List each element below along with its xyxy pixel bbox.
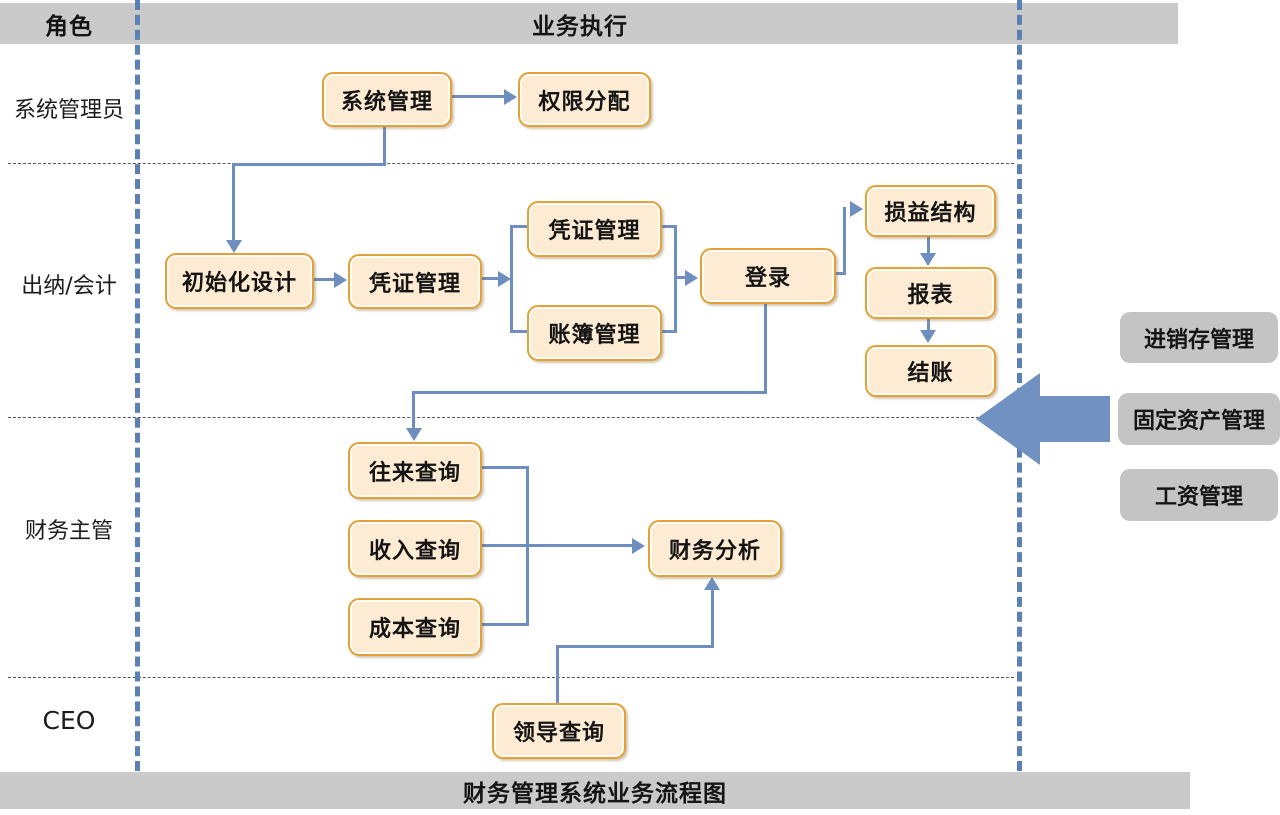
node-login: 登录 — [700, 248, 836, 304]
node-profit-loss-structure: 损益结构 — [865, 185, 996, 237]
header-execution-column: 业务执行 — [532, 13, 628, 40]
node-label: 初始化设计 — [181, 271, 297, 296]
flow-line — [556, 645, 559, 705]
flow-line — [510, 225, 513, 333]
arrowhead-right-icon — [685, 270, 698, 286]
flow-line — [674, 225, 677, 333]
node-label: 登录 — [744, 266, 791, 291]
lane-role-cashier-accountant: 出纳/会计 — [21, 274, 117, 299]
node-label: 凭证管理 — [548, 219, 641, 244]
big-left-arrow-tail — [1038, 396, 1110, 442]
node-income-query: 收入查询 — [348, 520, 482, 577]
flow-line — [832, 272, 845, 275]
flow-line — [232, 163, 235, 241]
node-permission-assignment: 权限分配 — [518, 72, 651, 127]
node-label: 成本查询 — [368, 617, 461, 642]
node-label: 财务分析 — [668, 538, 761, 564]
flow-line — [510, 225, 527, 228]
flow-line — [556, 645, 714, 648]
node-voucher-management: 凭证管理 — [348, 254, 482, 309]
big-left-arrow-icon — [976, 373, 1040, 465]
node-ledger-management: 账簿管理 — [527, 305, 662, 361]
flow-line — [658, 225, 677, 228]
flow-line — [674, 276, 687, 279]
flow-line — [478, 277, 500, 280]
arrowhead-right-icon — [334, 272, 347, 288]
header-bar — [0, 3, 1178, 44]
arrowhead-down-icon — [920, 330, 936, 343]
flow-line — [450, 95, 507, 98]
node-label: 结账 — [907, 361, 954, 386]
arrowhead-right-icon — [632, 538, 645, 554]
arrowhead-down-icon — [406, 428, 422, 441]
node-label: 凭证管理 — [368, 271, 461, 297]
lane-role-system-admin: 系统管理员 — [13, 98, 124, 123]
lane-role-ceo: CEO — [42, 706, 96, 735]
arrowhead-right-icon — [504, 89, 517, 105]
flow-line — [478, 623, 529, 626]
header-role-column: 角色 — [45, 13, 93, 40]
node-report: 报表 — [865, 267, 996, 319]
node-system-management: 系统管理 — [322, 72, 452, 127]
flow-line — [711, 590, 714, 647]
node-financial-analysis: 财务分析 — [648, 520, 782, 577]
node-voucher-management-2: 凭证管理 — [527, 201, 662, 257]
flow-line — [764, 300, 767, 394]
node-label: 收入查询 — [368, 538, 461, 564]
flow-line — [412, 391, 767, 394]
flow-line — [927, 315, 930, 332]
node-closing: 结账 — [865, 345, 996, 397]
node-label: 账簿管理 — [548, 323, 641, 348]
module-fixed-asset-management: 固定资产管理 — [1118, 393, 1280, 445]
footer-bar — [0, 772, 1190, 809]
node-label: 权限分配 — [538, 89, 631, 115]
lane-separator — [8, 163, 1014, 164]
arrowhead-right-icon — [498, 271, 511, 287]
flow-line — [412, 391, 415, 430]
module-inventory-management: 进销存管理 — [1120, 312, 1278, 363]
arrowhead-up-icon — [704, 577, 720, 590]
node-cost-query: 成本查询 — [348, 598, 482, 656]
node-label: 损益结构 — [884, 201, 977, 226]
lane-separator — [8, 677, 1014, 678]
lane-border-left — [135, 0, 140, 771]
node-label: 领导查询 — [512, 721, 605, 746]
flow-line — [478, 544, 634, 547]
node-leader-query: 领导查询 — [492, 703, 626, 759]
flow-line — [927, 233, 930, 255]
node-initialization-design: 初始化设计 — [165, 253, 314, 309]
flow-line — [658, 330, 677, 333]
node-label: 报表 — [907, 283, 954, 308]
footer-title: 财务管理系统业务流程图 — [463, 780, 727, 807]
flow-line — [232, 163, 386, 166]
flow-line — [383, 123, 386, 166]
node-label: 往来查询 — [368, 460, 461, 486]
flow-line — [510, 330, 527, 333]
flow-line — [843, 207, 846, 275]
arrowhead-down-icon — [920, 253, 936, 266]
arrowhead-right-icon — [850, 201, 863, 217]
arrowhead-down-icon — [226, 240, 242, 253]
lane-separator — [8, 417, 1014, 418]
lane-role-finance-director: 财务主管 — [24, 519, 113, 544]
flow-line — [478, 466, 529, 469]
module-salary-management: 工资管理 — [1120, 469, 1278, 521]
node-current-account-query: 往来查询 — [348, 442, 482, 499]
flow-line — [312, 278, 336, 281]
node-label: 系统管理 — [340, 89, 433, 115]
